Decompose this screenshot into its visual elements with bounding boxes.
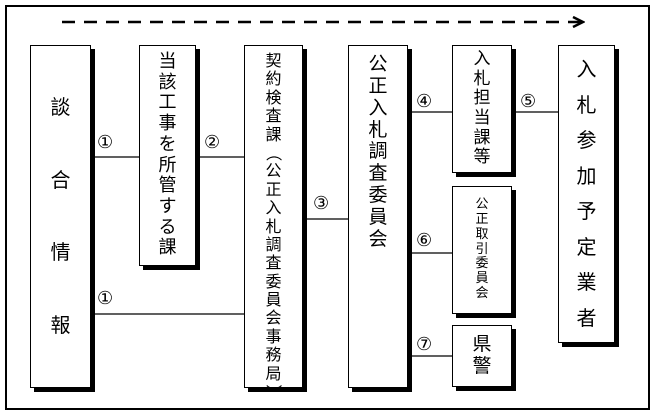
box-fair-bidding-committee: 公正入札調査委員会 [348,45,408,388]
vertical-char: 担 [473,88,491,109]
vertical-char: 報 [50,313,71,338]
vertical-char: 事 [265,326,282,346]
step-label-5: ⑤ [520,91,537,112]
diagram-frame [5,5,650,410]
vertical-char: 入 [473,49,491,70]
box-fair-bidding-committee-label: 公正入札調査委員会 [349,46,407,387]
step-label-4: ④ [416,91,433,112]
vertical-char: 当 [158,51,177,73]
vertical-char: を [158,133,177,155]
vertical-char: 正 [475,211,489,227]
vertical-char: 等 [473,147,491,168]
vertical-char: 会 [265,308,282,328]
vertical-char: 会 [368,227,388,250]
box-prospective-bidders: 入札参加予定業者 [558,45,615,343]
vertical-char: 課 [158,237,177,259]
vertical-char: 者 [576,305,597,330]
vertical-char: ） [264,384,284,401]
vertical-char: 札 [473,68,491,89]
vertical-char: 取 [475,226,489,242]
step-label-3: ③ [313,193,330,214]
box-dept-in-charge: 当該工事を所管する課 [139,45,196,266]
vertical-char: 正 [368,74,388,97]
vertical-char: 務 [265,345,282,365]
vertical-char: 正 [265,179,282,199]
vertical-char: 管 [158,175,177,197]
vertical-char: 査 [265,106,282,126]
vertical-char: 情 [50,240,71,265]
vertical-char: 引 [475,241,489,257]
vertical-char: 警 [472,355,492,377]
vertical-char: 札 [576,92,597,117]
step-label-7: ⑦ [416,334,433,355]
vertical-char: 予 [576,199,597,224]
box-bid-staff-label: 入札担当課等 [453,46,511,172]
vertical-char: 加 [576,163,597,188]
vertical-char: 業 [576,270,597,295]
box-contract-inspection: 契約検査課（公正入札調査委員会事務局） [244,45,303,400]
vertical-char: 当 [473,108,491,128]
vertical-char: 県 [472,333,492,356]
box-dango-info: 談合情報 [30,45,91,388]
vertical-char: 調 [265,234,282,254]
vertical-char: 参 [576,128,597,153]
vertical-char: 該 [158,71,177,93]
vertical-char: 札 [265,216,282,236]
box-prospective-bidders-label: 入札参加予定業者 [559,46,614,342]
box-fair-trade-commission-label: 公正取引委員会 [453,187,511,313]
vertical-char: 員 [368,205,388,228]
vertical-char: す [158,195,177,217]
step-label-1-upper: ① [97,132,114,153]
step-label-1-lower: ① [97,288,114,309]
vertical-char: 検 [265,87,282,107]
box-prefectural-police-label: 県警 [453,326,511,386]
vertical-char: 契 [265,51,282,70]
vertical-char: 課 [473,127,491,148]
vertical-char: 事 [158,113,177,135]
box-prefectural-police: 県警 [452,325,512,387]
box-dept-in-charge-label: 当該工事を所管する課 [140,46,195,265]
box-fair-trade-commission: 公正取引委員会 [452,186,512,314]
vertical-char: 公 [265,161,282,181]
vertical-char: （ [264,145,284,162]
vertical-char: 入 [368,96,388,119]
vertical-char: 公 [368,53,388,75]
vertical-char: 委 [475,256,489,272]
vertical-char: 委 [368,184,388,207]
vertical-char: 札 [368,118,388,141]
vertical-char: 入 [576,57,597,82]
vertical-char: 会 [475,286,489,302]
box-contract-inspection-label: 契約検査課（公正入札調査委員会事務局） [245,46,302,400]
box-bid-staff: 入札担当課等 [452,45,512,173]
vertical-char: 合 [50,167,71,192]
vertical-char: 査 [265,253,282,273]
vertical-char: 査 [368,162,388,185]
vertical-char: 委 [265,271,282,291]
vertical-char: 員 [265,290,282,310]
vertical-char: 工 [158,92,177,114]
vertical-char: 調 [368,140,388,163]
vertical-char: 定 [576,234,597,259]
vertical-char: 談 [50,94,71,119]
box-dango-info-label: 談合情報 [31,46,90,387]
vertical-char: 約 [265,69,282,89]
step-label-6: ⑥ [416,230,433,251]
vertical-char: 入 [265,198,282,218]
step-label-2: ② [204,132,221,153]
vertical-char: る [158,216,177,238]
vertical-char: 局 [265,363,282,383]
vertical-char: 公 [475,196,489,212]
vertical-char: 所 [158,154,177,176]
vertical-char: 員 [475,271,489,287]
vertical-char: 課 [265,124,282,144]
